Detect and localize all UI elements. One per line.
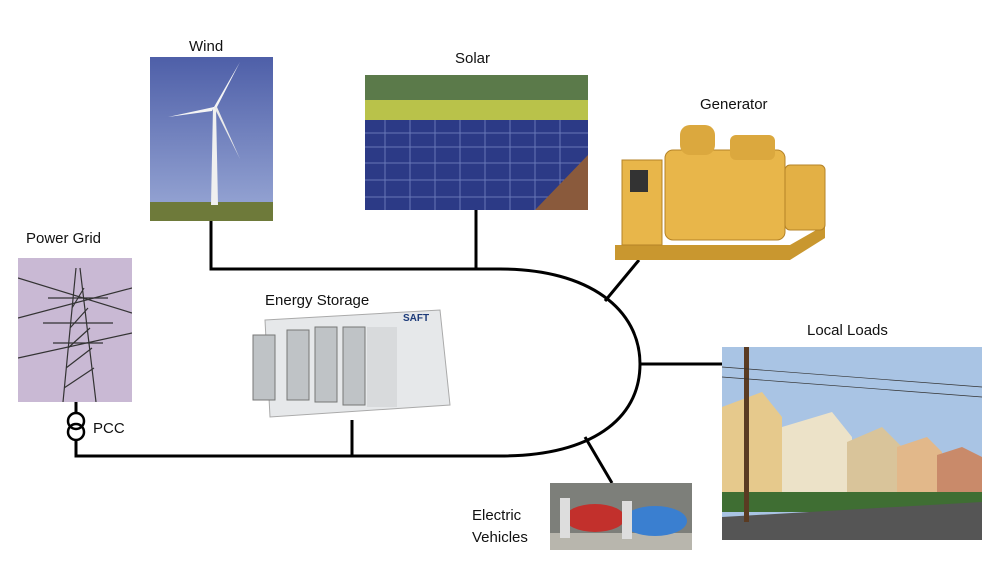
local-loads-houses-image [722, 347, 982, 540]
wind-feeder-line [209, 221, 500, 271]
wind-label: Wind [189, 38, 224, 55]
generator-label: Generator [700, 96, 768, 113]
grid-feeder-line [74, 441, 500, 458]
ev-label-line2: Vehicles [472, 529, 528, 546]
electric-vehicles-image [550, 483, 692, 550]
generator-feeder-line [603, 259, 641, 302]
solar-label: Solar [455, 50, 491, 67]
power-grid-label: Power Grid [26, 230, 102, 247]
power-grid-tower-image [18, 258, 132, 402]
microgrid-bus-arc [499, 267, 642, 458]
energy-storage-label: Energy Storage [265, 292, 370, 309]
generator-image [610, 120, 835, 265]
ev-feeder-line [583, 436, 614, 484]
pcc-label: PCC [93, 420, 125, 437]
solar-farm-image [365, 75, 588, 210]
saft-logo: SAFT [403, 313, 430, 324]
ev-label-line1: Electric [472, 507, 522, 524]
local-loads-label: Local Loads [807, 322, 888, 339]
energy-storage-container-image: SAFT [245, 305, 455, 420]
wind-turbine-image [150, 57, 273, 221]
pcc-transformer-icon [66, 411, 86, 442]
